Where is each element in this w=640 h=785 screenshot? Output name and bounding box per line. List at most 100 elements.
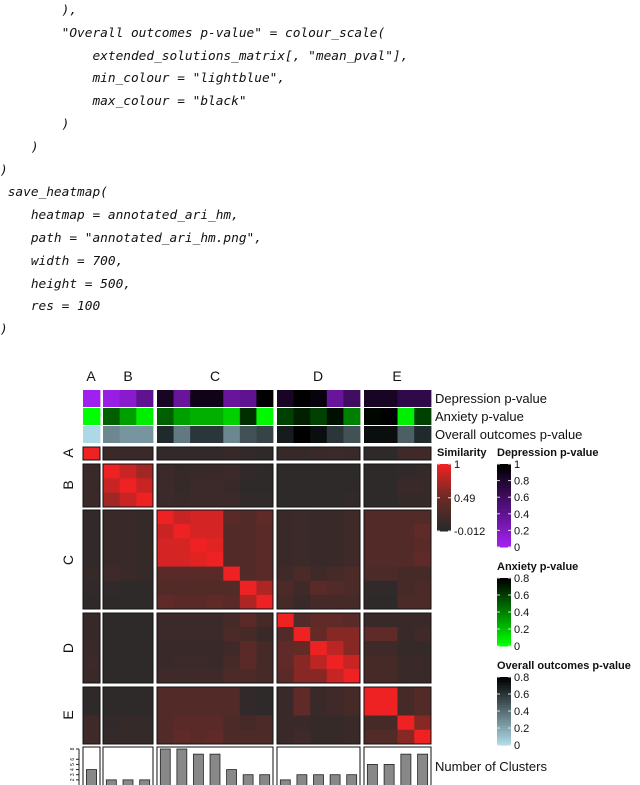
heatmap-cell bbox=[277, 524, 294, 539]
heatmap-cell bbox=[293, 510, 311, 525]
heatmap-cell bbox=[364, 594, 382, 610]
heatmap-cell bbox=[380, 580, 398, 596]
annotation-cell bbox=[343, 408, 361, 425]
column-cluster-label: C bbox=[210, 368, 220, 384]
heatmap-cell bbox=[173, 464, 191, 479]
heatmap-cell bbox=[103, 447, 121, 461]
annotation-cell bbox=[256, 408, 274, 425]
heatmap-cell bbox=[343, 669, 361, 684]
legend-colour-step bbox=[497, 702, 511, 706]
heatmap-cell bbox=[223, 687, 241, 702]
heatmap-block-border bbox=[363, 463, 432, 508]
annotation-cell bbox=[157, 408, 174, 425]
heatmap-cell bbox=[136, 492, 154, 508]
cluster-count-bar bbox=[122, 779, 134, 785]
code-line: ) bbox=[0, 162, 8, 178]
heatmap-cell bbox=[343, 566, 361, 582]
heatmap-cell bbox=[256, 594, 274, 610]
heatmap-cell bbox=[83, 669, 101, 684]
cluster-count-bar bbox=[193, 753, 204, 785]
heatmap-cell bbox=[173, 613, 191, 628]
heatmap-cell bbox=[277, 510, 294, 525]
heatmap-cell bbox=[343, 464, 361, 479]
heatmap-cell bbox=[256, 641, 274, 656]
heatmap-cell bbox=[223, 524, 241, 539]
legend-colour-step bbox=[497, 614, 511, 619]
annotation-cell bbox=[190, 390, 208, 407]
bar-axis-tick-label: 8 bbox=[70, 747, 76, 750]
heatmap-cell bbox=[239, 655, 257, 670]
heatmap-cell bbox=[223, 669, 241, 684]
annotation-cell bbox=[364, 426, 382, 443]
heatmap-cell bbox=[206, 613, 224, 628]
legend-colour-step bbox=[497, 529, 511, 534]
heatmap-cell bbox=[326, 613, 344, 628]
heatmap-cell bbox=[206, 729, 224, 745]
legend-colour-step bbox=[497, 512, 511, 517]
heatmap-cell bbox=[223, 447, 241, 461]
heatmap-cell bbox=[293, 566, 311, 582]
legend-colour-step bbox=[497, 474, 511, 479]
heatmap-cell bbox=[103, 464, 121, 479]
heatmap-cell bbox=[223, 627, 241, 642]
annotation-cell bbox=[223, 426, 241, 443]
heatmap-cell bbox=[397, 613, 415, 628]
heatmap-cell bbox=[83, 641, 101, 656]
heatmap-cell bbox=[397, 447, 415, 461]
heatmap-cell bbox=[397, 492, 415, 508]
cluster-count-bar bbox=[86, 769, 98, 785]
heatmap-cell bbox=[173, 552, 191, 567]
heatmap-cell bbox=[343, 687, 361, 702]
heatmap-cell bbox=[83, 478, 101, 494]
heatmap-cell bbox=[136, 613, 154, 628]
heatmap-cell bbox=[343, 715, 361, 731]
heatmap-cell bbox=[293, 492, 311, 508]
heatmap-cell bbox=[293, 524, 311, 539]
heatmap-cell bbox=[343, 729, 361, 745]
heatmap-cell bbox=[136, 447, 154, 461]
heatmap-cell bbox=[223, 538, 241, 553]
annotation-cell bbox=[223, 408, 241, 425]
heatmap-cell bbox=[190, 687, 208, 702]
annotation-cell bbox=[223, 390, 241, 407]
heatmap-cell bbox=[136, 687, 154, 702]
heatmap-cell bbox=[239, 613, 257, 628]
legend-colour-step bbox=[437, 519, 451, 524]
legend-colour-step bbox=[497, 631, 511, 636]
heatmap-cell bbox=[83, 627, 101, 642]
heatmap-cell bbox=[364, 701, 382, 716]
heatmap-cell bbox=[364, 552, 382, 567]
legend-colour-step bbox=[497, 502, 511, 506]
heatmap-cell bbox=[190, 524, 208, 539]
heatmap-cell bbox=[119, 566, 137, 582]
heatmap-cell bbox=[119, 552, 137, 567]
heatmap-cell bbox=[397, 627, 415, 642]
annotation-label: Depression p-value bbox=[435, 391, 547, 406]
heatmap-cell bbox=[343, 492, 361, 508]
annotation-cell bbox=[103, 426, 121, 443]
heatmap-cell bbox=[277, 580, 294, 596]
heatmap-cell bbox=[157, 669, 174, 684]
heatmap-cell bbox=[103, 669, 121, 684]
legend-colour-step bbox=[497, 515, 511, 520]
heatmap-block-border bbox=[82, 686, 101, 745]
heatmap-cell bbox=[223, 552, 241, 567]
heatmap-cell bbox=[103, 478, 121, 494]
heatmap-cell bbox=[293, 580, 311, 596]
code-line: min_colour = "lightblue", bbox=[0, 71, 286, 87]
annotation-cell bbox=[136, 426, 154, 443]
heatmap-cell bbox=[310, 729, 328, 745]
heatmap-cell bbox=[364, 447, 382, 461]
heatmap-cell bbox=[326, 594, 344, 610]
legend-colour-step bbox=[497, 725, 511, 729]
heatmap-cell bbox=[83, 613, 101, 628]
heatmap-cell bbox=[380, 641, 398, 656]
legend-colour-step bbox=[497, 691, 511, 695]
legend-colour-step bbox=[437, 528, 451, 532]
legend-colour-step bbox=[497, 540, 511, 545]
heatmap-cell bbox=[256, 538, 274, 553]
cluster-count-bar bbox=[242, 774, 254, 785]
annotation-cell bbox=[343, 390, 361, 407]
heatmap-cell bbox=[136, 552, 154, 567]
cluster-count-bar bbox=[139, 779, 151, 785]
